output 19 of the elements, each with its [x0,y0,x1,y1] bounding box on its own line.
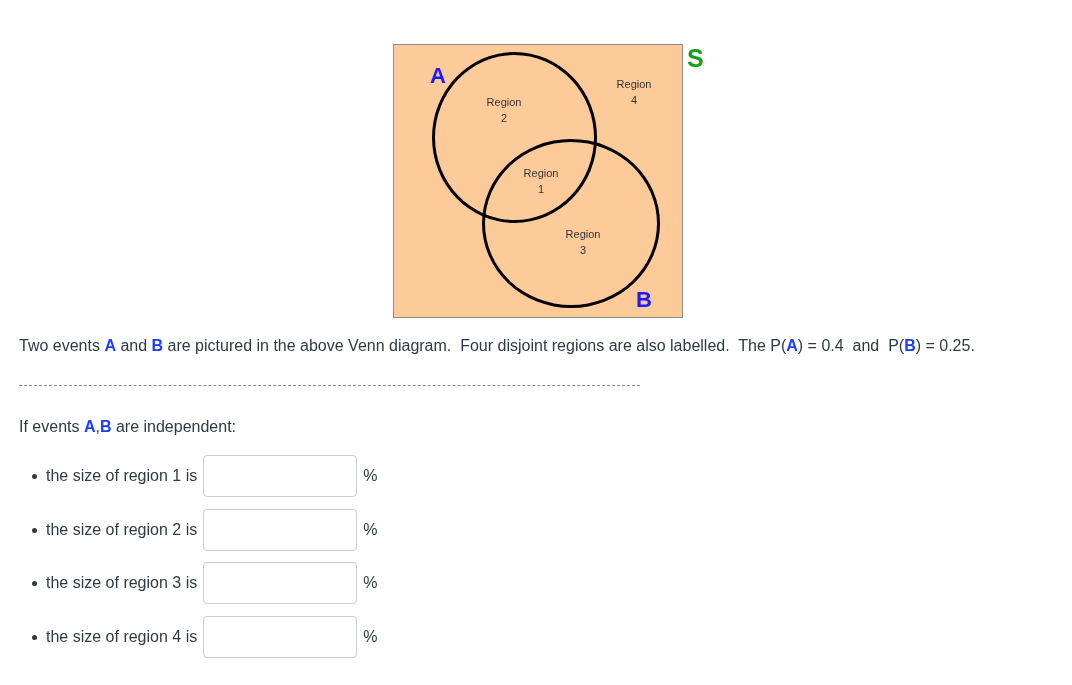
instruction-text: If events A,B are independent: [19,417,237,437]
region-label: Region 4 [616,77,652,108]
region-label: Region 2 [486,95,522,126]
set-label: B [636,289,652,311]
unit-label: % [363,466,378,486]
set-label: S [687,46,704,71]
set-label: A [430,65,446,87]
event-circle [432,52,597,223]
question-text: Two events A and B are pictured in the above Venn diagram. Four disjoint regions are also labelled. The P(A) = 0.4 and P(B) = 0.25. [19,336,975,356]
region-label: Region 3 [565,227,601,258]
event-circle [482,139,660,308]
answer-prompt: the size of region 4 is [46,627,198,647]
answer-prompt: the size of region 3 is [46,573,198,593]
unit-label: % [363,627,378,647]
unit-label: % [363,520,378,540]
answer-prompt: the size of region 1 is [46,466,198,486]
region-label: Region 1 [523,166,559,197]
unit-label: % [363,573,378,593]
answer-prompt: the size of region 2 is [46,520,198,540]
